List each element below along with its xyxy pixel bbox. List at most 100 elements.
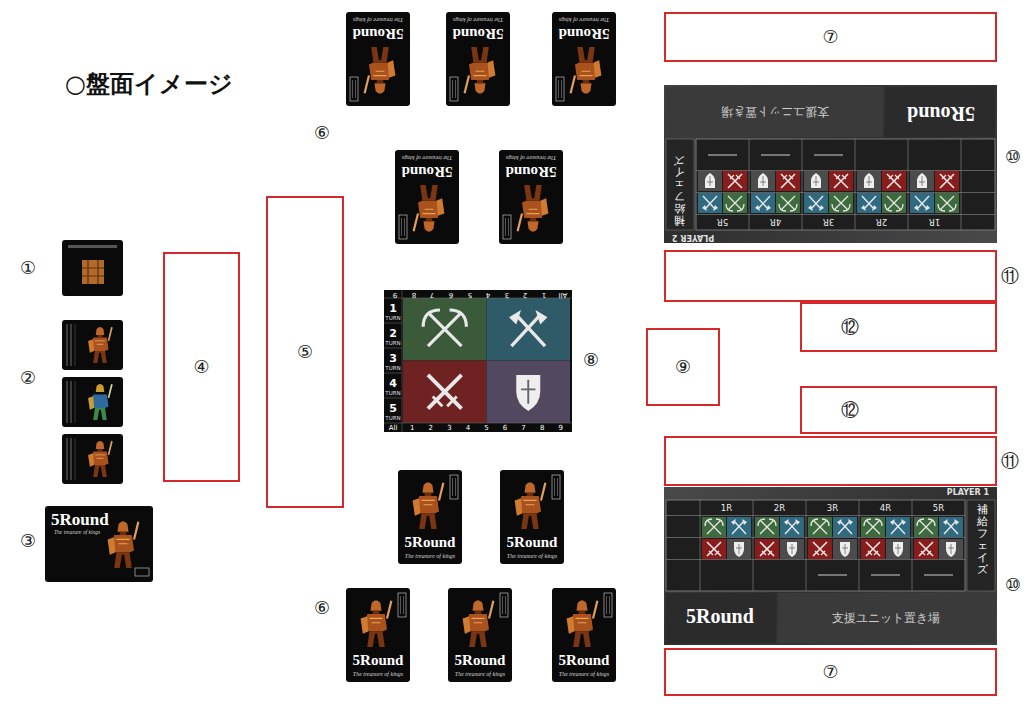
card-logo-slot: 5Round [402,164,453,179]
turn-label-slot: TURN [385,416,400,422]
callout-number-slot: ② [20,369,36,387]
card-subtitle: The treasure of kings [455,671,505,677]
round-label: 1R [721,503,732,512]
player-label: PLAYER 1 [947,489,989,497]
card-logo-slot: 5Round [559,26,610,41]
support-area-label: 支援ユニット置き場 [832,612,940,624]
card-logo: 5Round [559,653,610,668]
track-number: 8 [412,291,416,298]
round-label: 1R [929,218,940,227]
track-number: 6 [503,424,507,431]
support-area-label-slot: 支援ユニット置き場 [832,612,940,624]
round-label: 4R [880,503,891,512]
placement-area: ⑤ [266,196,344,508]
game-card: 5RoundThe treasure of kings [500,470,564,564]
callout-number-slot: ⑫ [841,318,859,336]
card-subtitle: The treasure of kings [353,17,403,23]
callout-number-slot: ⑩ [1005,148,1021,166]
track-number: 1 [410,424,414,431]
callout-number-slot: ⑦ [822,663,838,681]
placement-area: ⑦ [664,648,997,696]
track-number-slot: 3 [504,291,508,298]
turn-number: 2 [389,327,397,338]
player-label: PLAYER 2 [672,233,714,241]
card-subtitle: The treasure of kings [453,17,503,23]
round-label-slot: 4R [880,503,891,512]
placement-area: ⑨ [646,328,720,406]
placement-area: ⑪ [664,436,997,486]
callout-number: ⑩ [1005,148,1021,166]
card-logo: 5Round [405,535,456,550]
player-board: PLAYER 1補給フェイズ5Round支援ユニット置き場1R2R3R4R5R [664,487,997,645]
placement-area: ⑪ [664,250,997,302]
round-label-slot: 3R [823,218,834,227]
game-card: 5Round The treasure of kings [446,12,510,106]
track-number: 4 [466,424,470,431]
callout-number: ⑦ [822,28,838,46]
turn-label: TURN [385,366,400,372]
card-subtitle: The treasure of kings [353,671,403,677]
card-subtitle-slot: The treasure of kings [559,671,609,677]
round-label: 4R [770,218,781,227]
placement-area: ④ [163,252,240,482]
track-number: 5 [467,291,471,298]
card-logo: 5Round [353,26,404,41]
game-card: 5RoundThe treasure of kings [398,470,462,564]
diagram-title: ○盤面イメージ [65,72,233,96]
card-subtitle-slot: The treasure of kings [453,17,503,23]
card-subtitle-slot: The treasure of kings [455,671,505,677]
track-number-slot: 1 [541,291,545,298]
track-number-slot: All [389,424,398,431]
card-subtitle: The treasure of kings [507,553,557,559]
game-card: 5RoundThe treasure of kings [346,588,410,682]
track-number-slot: 6 [503,424,507,431]
turn-number: 4 [389,377,397,388]
turn-number-slot: 1 [389,302,397,313]
card-subtitle: The treasure of kings [559,671,609,677]
track-number-slot: 9 [393,291,397,298]
track-number: 3 [447,424,451,431]
round-label: 5R [717,218,728,227]
callout-number-slot: ⑦ [822,28,838,46]
card-logo-slot: 5Round [405,535,456,550]
card-logo: 5Round [353,653,404,668]
track-number-slot: 5 [467,291,471,298]
turn-number-slot: 3 [389,352,397,363]
callout-number-slot: ⑪ [1001,452,1019,470]
callout-number-slot: ⑨ [675,358,691,376]
callout-number-slot: ⑤ [297,343,313,361]
turn-label: TURN [385,416,400,422]
card-subtitle-slot: The treasure of kings [559,17,609,23]
callout-number: ③ [20,532,36,550]
track-number: All [389,424,398,431]
round-label-slot: 2R [774,503,785,512]
track-number: 5 [484,424,488,431]
game-card: 5RoundThe treasure of kings [552,588,616,682]
track-number: 7 [521,424,525,431]
game-card: 5Round The treasure of kings [395,150,459,244]
turn-number-slot: 5 [389,402,397,413]
round-label: 2R [876,218,887,227]
card-logo-slot: 5Round [559,653,610,668]
turn-label-slot: TURN [385,366,400,372]
card-logo: 5Round [51,511,109,528]
callout-number-slot: ⑥ [314,124,330,142]
card-logo: 5Round [453,26,504,41]
track-number-slot: 2 [523,291,527,298]
track-number-slot: 6 [449,291,453,298]
card-subtitle-slot: The treasure of kings [402,155,452,161]
placement-area: ⑫ [800,386,997,434]
track-number-slot: 1 [410,424,414,431]
game-card: 5Round The treasure of kings [346,12,410,106]
track-number: 3 [504,291,508,298]
player-label-slot: PLAYER 1 [947,489,989,497]
phase-label: 補給フェイズ [674,153,685,226]
turn-number: 3 [389,352,397,363]
track-number: All [559,291,568,298]
track-number: 4 [486,291,490,298]
player-board: PLAYER 2補給フェイズ5Round支援ユニット置き場1R2R3R4R5R [664,85,997,243]
callout-number: ① [20,259,36,277]
card-subtitle: The treasure of kings [506,155,556,161]
game-card: 5RoundThe treasure of kings [499,150,563,244]
track-number-slot: 5 [484,424,488,431]
